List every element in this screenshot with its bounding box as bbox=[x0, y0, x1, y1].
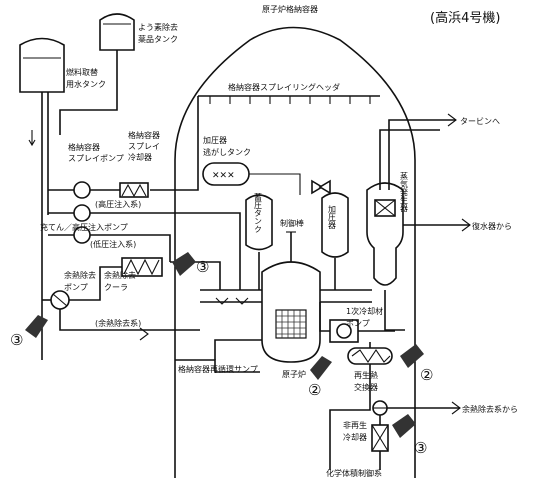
spray-cooler-label-2: スプレイ bbox=[128, 142, 160, 151]
spray-cooler-label-3: 冷却器 bbox=[128, 152, 152, 162]
rhr-pump-label-1: 余熱除去 bbox=[64, 270, 96, 280]
containment-vessel-label: 原子炉格納容器 bbox=[262, 4, 318, 14]
marker-3-left: ③ bbox=[10, 331, 23, 349]
reactor-core-grid bbox=[276, 310, 306, 338]
from-feedwater-label: 復水器から bbox=[472, 221, 512, 231]
flow-arrow-icon bbox=[215, 297, 249, 305]
iodine-tank-label-2: 薬品タンク bbox=[138, 34, 178, 44]
sump-label: 格納容器再循環サンプ bbox=[178, 364, 258, 374]
containment-sump bbox=[175, 359, 260, 373]
damage-mark-left bbox=[25, 315, 48, 338]
reactor-label: 原子炉 bbox=[282, 369, 306, 379]
spray-nozzle-icon bbox=[209, 96, 371, 104]
hp-injection-label: (高圧注入系) bbox=[95, 199, 141, 209]
iodine-chemical-tank bbox=[99, 13, 135, 51]
sg-x-box bbox=[374, 199, 396, 217]
to-turbine-label: タービンへ bbox=[460, 117, 500, 126]
reactor-core bbox=[275, 309, 307, 339]
spray-cooler-label-1: 格納容器 bbox=[128, 130, 160, 140]
rhr-pump-label-2: ポンプ bbox=[64, 283, 88, 292]
marker-2-right: ② bbox=[420, 366, 433, 384]
primary-pump-label-1: 1次冷却材 bbox=[346, 306, 383, 316]
charging-pump-label: 充てん／高圧注入ポンプ bbox=[40, 222, 128, 232]
damage-mark-mid bbox=[172, 252, 196, 276]
regen-hx-label-2: 交換器 bbox=[354, 382, 378, 392]
rhr-system-label: (余熱除去系) bbox=[95, 318, 141, 328]
iodine-tank-label-1: よう素除去 bbox=[138, 22, 178, 32]
spray-pump bbox=[73, 181, 91, 199]
accumulator-label: 蓄圧タンク bbox=[254, 192, 263, 233]
rhr-cooler-label-2: クーラ bbox=[104, 283, 128, 292]
accumulator-tank bbox=[245, 194, 273, 251]
cvcs-label: 化学体積制御系 bbox=[326, 468, 382, 478]
damage-mark-bottom bbox=[392, 414, 416, 438]
nonregen-cooler-label-1: 非再生 bbox=[343, 420, 367, 430]
relief-tank-label-2: 逃がしタンク bbox=[203, 147, 251, 157]
spray-pump-label-1: 格納容器 bbox=[68, 142, 100, 152]
diagram-title: (高浜4号機) bbox=[430, 10, 500, 26]
spray-pump-label-2: スプレイポンプ bbox=[68, 154, 124, 163]
control-rod-label: 制御棒 bbox=[280, 218, 304, 228]
valve-icon bbox=[311, 179, 331, 195]
nonregen-cooler-label-2: 冷却器 bbox=[343, 432, 367, 442]
flow-arrow-icon bbox=[139, 327, 149, 341]
primary-pump-label-2: ポンプ bbox=[346, 319, 370, 328]
rhr-cooler-label-1: 余熱除去 bbox=[104, 270, 136, 280]
fuel-water-tank bbox=[19, 37, 65, 93]
damage-mark-center bbox=[310, 356, 332, 380]
marker-3-bottom: ③ bbox=[414, 439, 427, 457]
from-rhr-label: 余熱除去系から bbox=[462, 404, 518, 414]
steam-generator-label: 蒸気発生器 bbox=[400, 171, 409, 213]
fuel-water-tank-label-2: 用水タンク bbox=[66, 79, 106, 89]
containment-vessel-outline bbox=[174, 26, 416, 478]
pressurizer-label: 加圧器 bbox=[328, 204, 337, 230]
damage-mark-right bbox=[400, 344, 424, 368]
marker-2-center: ② bbox=[308, 381, 321, 399]
spray-header-label: 格納容器スプレイリングヘッダ bbox=[228, 82, 340, 92]
marker-3-mid: ③ bbox=[196, 258, 209, 276]
regen-hx-label-1: 再生熱 bbox=[354, 370, 378, 380]
lp-injection-label: (低圧注入系) bbox=[90, 239, 136, 249]
relief-tank-x-marks: ✕✕✕ bbox=[212, 171, 235, 181]
relief-tank-label-1: 加圧器 bbox=[203, 135, 227, 145]
fuel-water-tank-label-1: 燃料取替 bbox=[66, 67, 98, 77]
charging-pump-upper bbox=[73, 204, 91, 222]
steam-generator bbox=[366, 182, 404, 286]
regen-heat-exchanger bbox=[347, 347, 393, 365]
